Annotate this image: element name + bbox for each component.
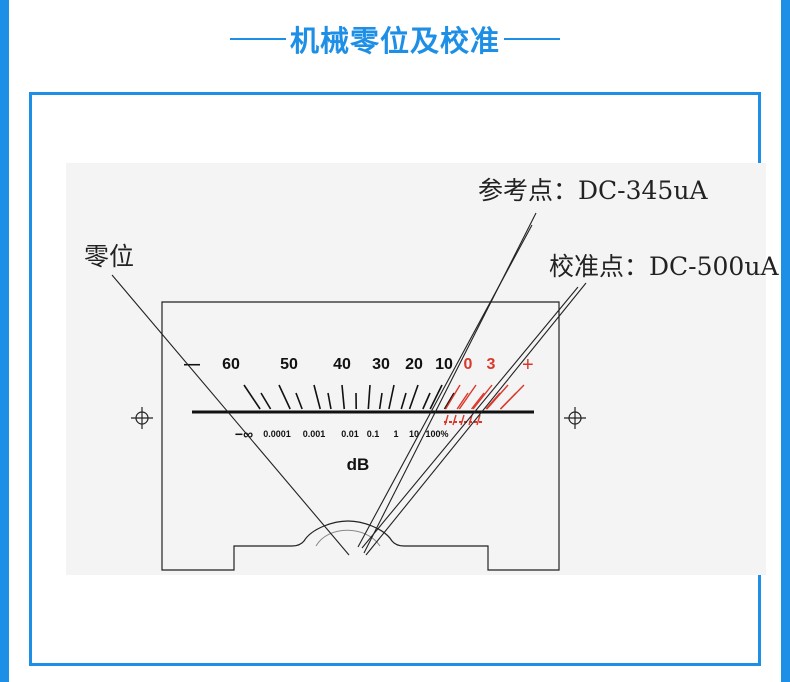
scale-tick [500,384,525,410]
calibration-leader-line [365,282,587,556]
db-label: 10 [435,356,453,373]
scale-tick [378,392,383,410]
scale-tick [422,392,431,410]
scale-ticks-black [243,384,455,410]
percent-label: 0.01 [341,429,359,439]
percent-label: 0.0001 [263,429,291,439]
scale-plus-sign: + [522,354,534,376]
infinity-label: −∞ [235,426,253,442]
calibration-point-label: 校准点：DC-500uA [549,252,779,281]
scale-tick [472,384,493,410]
scale-tick [444,384,461,410]
scale-tick [400,392,407,410]
scale-tick [243,384,261,410]
scale-tick [452,414,457,426]
scale-tick [429,384,443,410]
meter-diagram: — + 60 50 40 30 20 10 0 3 −∞ 0.0001 [111,212,587,571]
reference-leader-line [363,212,537,554]
db-label: 50 [280,356,298,373]
scale-tick [341,384,346,410]
scale-tick [458,384,477,410]
scale-tick [327,392,332,410]
db-label: 30 [372,356,390,373]
scale-tick [295,392,303,410]
scale-tick [388,384,395,410]
percent-label: 0.1 [367,429,380,439]
scale-tick [476,414,481,426]
scale-tick [486,384,509,410]
scale-ticks-red [444,384,525,426]
percent-label: 1 [393,429,398,439]
reference-point-label: 参考点：DC-345uA [478,176,708,205]
percent-label: 10 [409,429,419,439]
scale-tick [460,414,465,426]
percent-label: 100% [425,429,448,439]
leader-lines [111,212,587,556]
calibration-leader-line-inner [361,286,579,549]
scale-tick [313,384,321,410]
db-label: 20 [405,356,423,373]
db-scale-labels: 60 50 40 30 20 10 0 3 [222,356,495,373]
scale-tick [471,392,485,410]
db-label: 0 [464,356,473,373]
scale-tick [367,384,371,410]
title-text: 机械零位及校准 [289,24,500,58]
scale-tick [260,392,272,410]
percent-label: 0.001 [303,429,326,439]
unit-label: dB [347,455,370,474]
scale-tick [408,384,419,410]
page-panel: 机械零位及校准 [9,0,781,682]
page-title: 机械零位及校准 [9,14,781,64]
diagram-frame: — + 60 50 40 30 20 10 0 3 −∞ 0.0001 [29,92,779,666]
meter-face-outline [161,301,560,571]
scale-tick [278,384,291,410]
percent-scale-labels: −∞ 0.0001 0.001 0.01 0.1 1 10 100% [235,426,449,442]
mount-symbol-right [564,407,586,429]
zero-leader-line [111,274,350,556]
db-label: 60 [222,356,240,373]
diagram-stage: — + 60 50 40 30 20 10 0 3 −∞ 0.0001 [66,163,779,575]
scale-tick [456,392,469,410]
scale-tick [444,414,449,426]
scale-tick [468,414,473,426]
db-label: 40 [333,356,351,373]
reference-leader-line-inner [357,224,533,548]
title-left-rule [229,38,286,40]
scale-minus-sign: — [184,356,200,373]
scale-tick [443,392,455,410]
title-right-rule [504,38,560,40]
mount-symbol-left [131,407,153,429]
zero-position-label: 零位 [84,242,135,271]
db-label: 3 [487,356,496,373]
